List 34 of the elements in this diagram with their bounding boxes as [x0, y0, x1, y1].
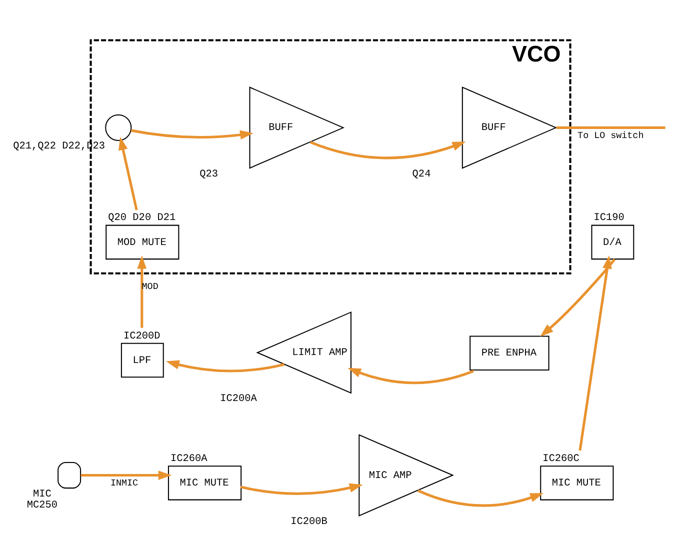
arrow	[137, 255, 147, 328]
node-label: Q23	[200, 168, 218, 180]
arrow	[80, 470, 172, 480]
node-label: IC200B	[290, 516, 328, 528]
node-label: IC260A	[170, 452, 208, 465]
node-connector	[58, 462, 82, 489]
arrow	[166, 360, 285, 372]
edge-label: To LO switch	[578, 130, 644, 142]
arrow	[417, 489, 544, 507]
arrow	[348, 368, 474, 384]
node-box: LPF	[120, 342, 164, 378]
node-label: IC190	[594, 212, 624, 224]
node-box: MIC MUTE	[168, 466, 242, 500]
arrow	[240, 483, 363, 495]
node-label: IC260C	[542, 452, 580, 465]
arrow	[310, 140, 466, 160]
node-box: PRE ENPHA	[470, 336, 550, 370]
node-label: Q21,Q22 D22,D23	[13, 140, 106, 153]
node-label: IC200D	[123, 330, 160, 342]
arrow	[540, 258, 616, 337]
edge-label: INMIC	[110, 478, 138, 489]
node-box: MIC MUTE	[540, 466, 614, 500]
arrow	[578, 255, 612, 451]
node-box: MOD MUTE	[106, 224, 180, 260]
node-label: Q20 D20 D21	[108, 212, 176, 224]
node-box: D/A	[591, 224, 634, 260]
arrow	[118, 136, 138, 210]
node-label: Q24	[412, 168, 431, 180]
arrow	[130, 129, 254, 140]
node-label: MC250	[26, 499, 58, 512]
node-circle	[105, 114, 132, 141]
connector	[556, 126, 666, 129]
node-label: MIC	[33, 488, 52, 500]
node-label: IC200A	[220, 393, 257, 406]
